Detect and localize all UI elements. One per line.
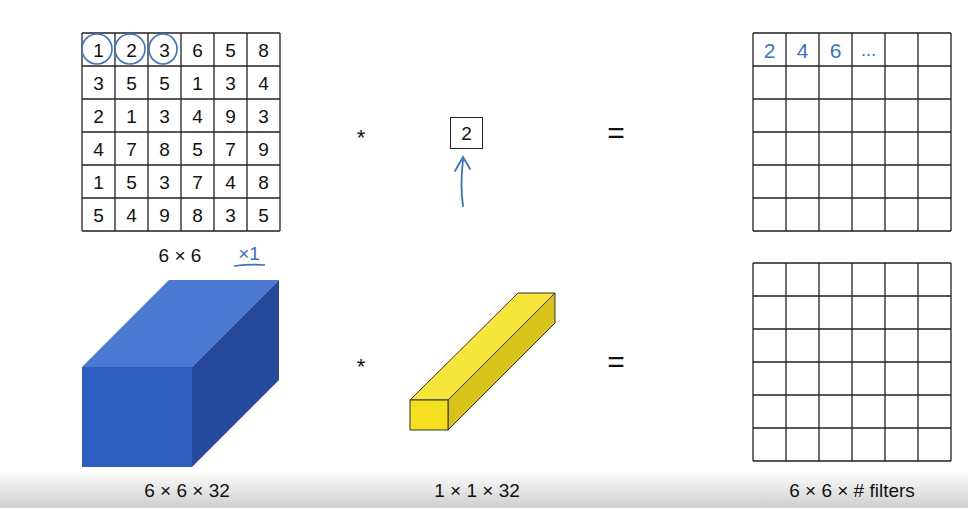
grid-cell-value: 4 — [93, 140, 104, 159]
input-volume — [82, 280, 279, 467]
grid-cell-value: 9 — [159, 206, 170, 225]
operator-symbol: = — [607, 347, 625, 377]
handwritten-note: ×1 — [238, 244, 260, 263]
grid-cell-value: 4 — [225, 173, 236, 192]
operator-symbol: * — [357, 127, 366, 149]
handwritten-underline — [234, 265, 265, 266]
grid-cell-value: 8 — [258, 173, 269, 192]
operator-symbol: = — [607, 118, 625, 148]
grid-cell-value: 4 — [126, 206, 137, 225]
grid-cell-value: 3 — [93, 74, 104, 93]
grid-cell-value: 3 — [225, 206, 236, 225]
grid-cell-value: 8 — [192, 206, 203, 225]
grid-cell-value: 5 — [126, 74, 137, 93]
dimension-label: 6 × 6 × # filters — [789, 481, 915, 500]
filter-box: 2 — [450, 117, 483, 149]
handwritten-circles — [82, 34, 177, 64]
grid-cell-value: 7 — [192, 173, 203, 192]
grid-cell-value: 5 — [192, 140, 203, 159]
grid-cell-value: 5 — [258, 206, 269, 225]
grid-cell-value: 5 — [159, 74, 170, 93]
dimension-label: 1 × 1 × 32 — [434, 481, 520, 500]
grid-cell-value: 4 — [192, 107, 203, 126]
output-grid — [753, 33, 951, 231]
grid-cell-value: 7 — [126, 140, 137, 159]
grid-cell-value: 9 — [258, 140, 269, 159]
grid-cell-value: 5 — [126, 173, 137, 192]
dimension-label: 6 × 6 — [159, 246, 202, 265]
handwritten-value: 6 — [830, 40, 842, 61]
handwritten-value: 4 — [797, 40, 809, 61]
operator-symbol: * — [357, 356, 366, 378]
grid-cell-value: 2 — [126, 41, 137, 60]
grid-cell-value: 6 — [192, 41, 203, 60]
grid-cell-value: 4 — [258, 74, 269, 93]
grid-cell-value: 1 — [93, 41, 104, 60]
output-grid — [753, 263, 951, 461]
grid-cell-value: 3 — [159, 173, 170, 192]
filter-value: 2 — [461, 124, 472, 143]
grid-cell-value: 9 — [225, 107, 236, 126]
grid-cell-value: 7 — [225, 140, 236, 159]
grid-cell-value: 3 — [159, 107, 170, 126]
handwritten-value: 2 — [764, 40, 776, 61]
dimension-label: 6 × 6 × 32 — [144, 481, 230, 500]
grid-cell-value: 3 — [258, 107, 269, 126]
grid-cell-value: 3 — [225, 74, 236, 93]
filter-bar — [410, 293, 555, 430]
grid-cell-value: 8 — [258, 41, 269, 60]
grid-cell-value: 3 — [159, 41, 170, 60]
handwritten-value: ... — [861, 41, 876, 59]
grid-cell-value: 2 — [93, 107, 104, 126]
footer-band — [0, 470, 968, 508]
grid-cell-value: 5 — [93, 206, 104, 225]
handwritten-arrow — [455, 157, 470, 206]
input-grid — [82, 33, 280, 231]
grid-cell-value: 8 — [159, 140, 170, 159]
grid-cell-value: 1 — [126, 107, 137, 126]
grid-cell-value: 5 — [225, 41, 236, 60]
grid-cell-value: 1 — [192, 74, 203, 93]
grid-cell-value: 1 — [93, 173, 104, 192]
